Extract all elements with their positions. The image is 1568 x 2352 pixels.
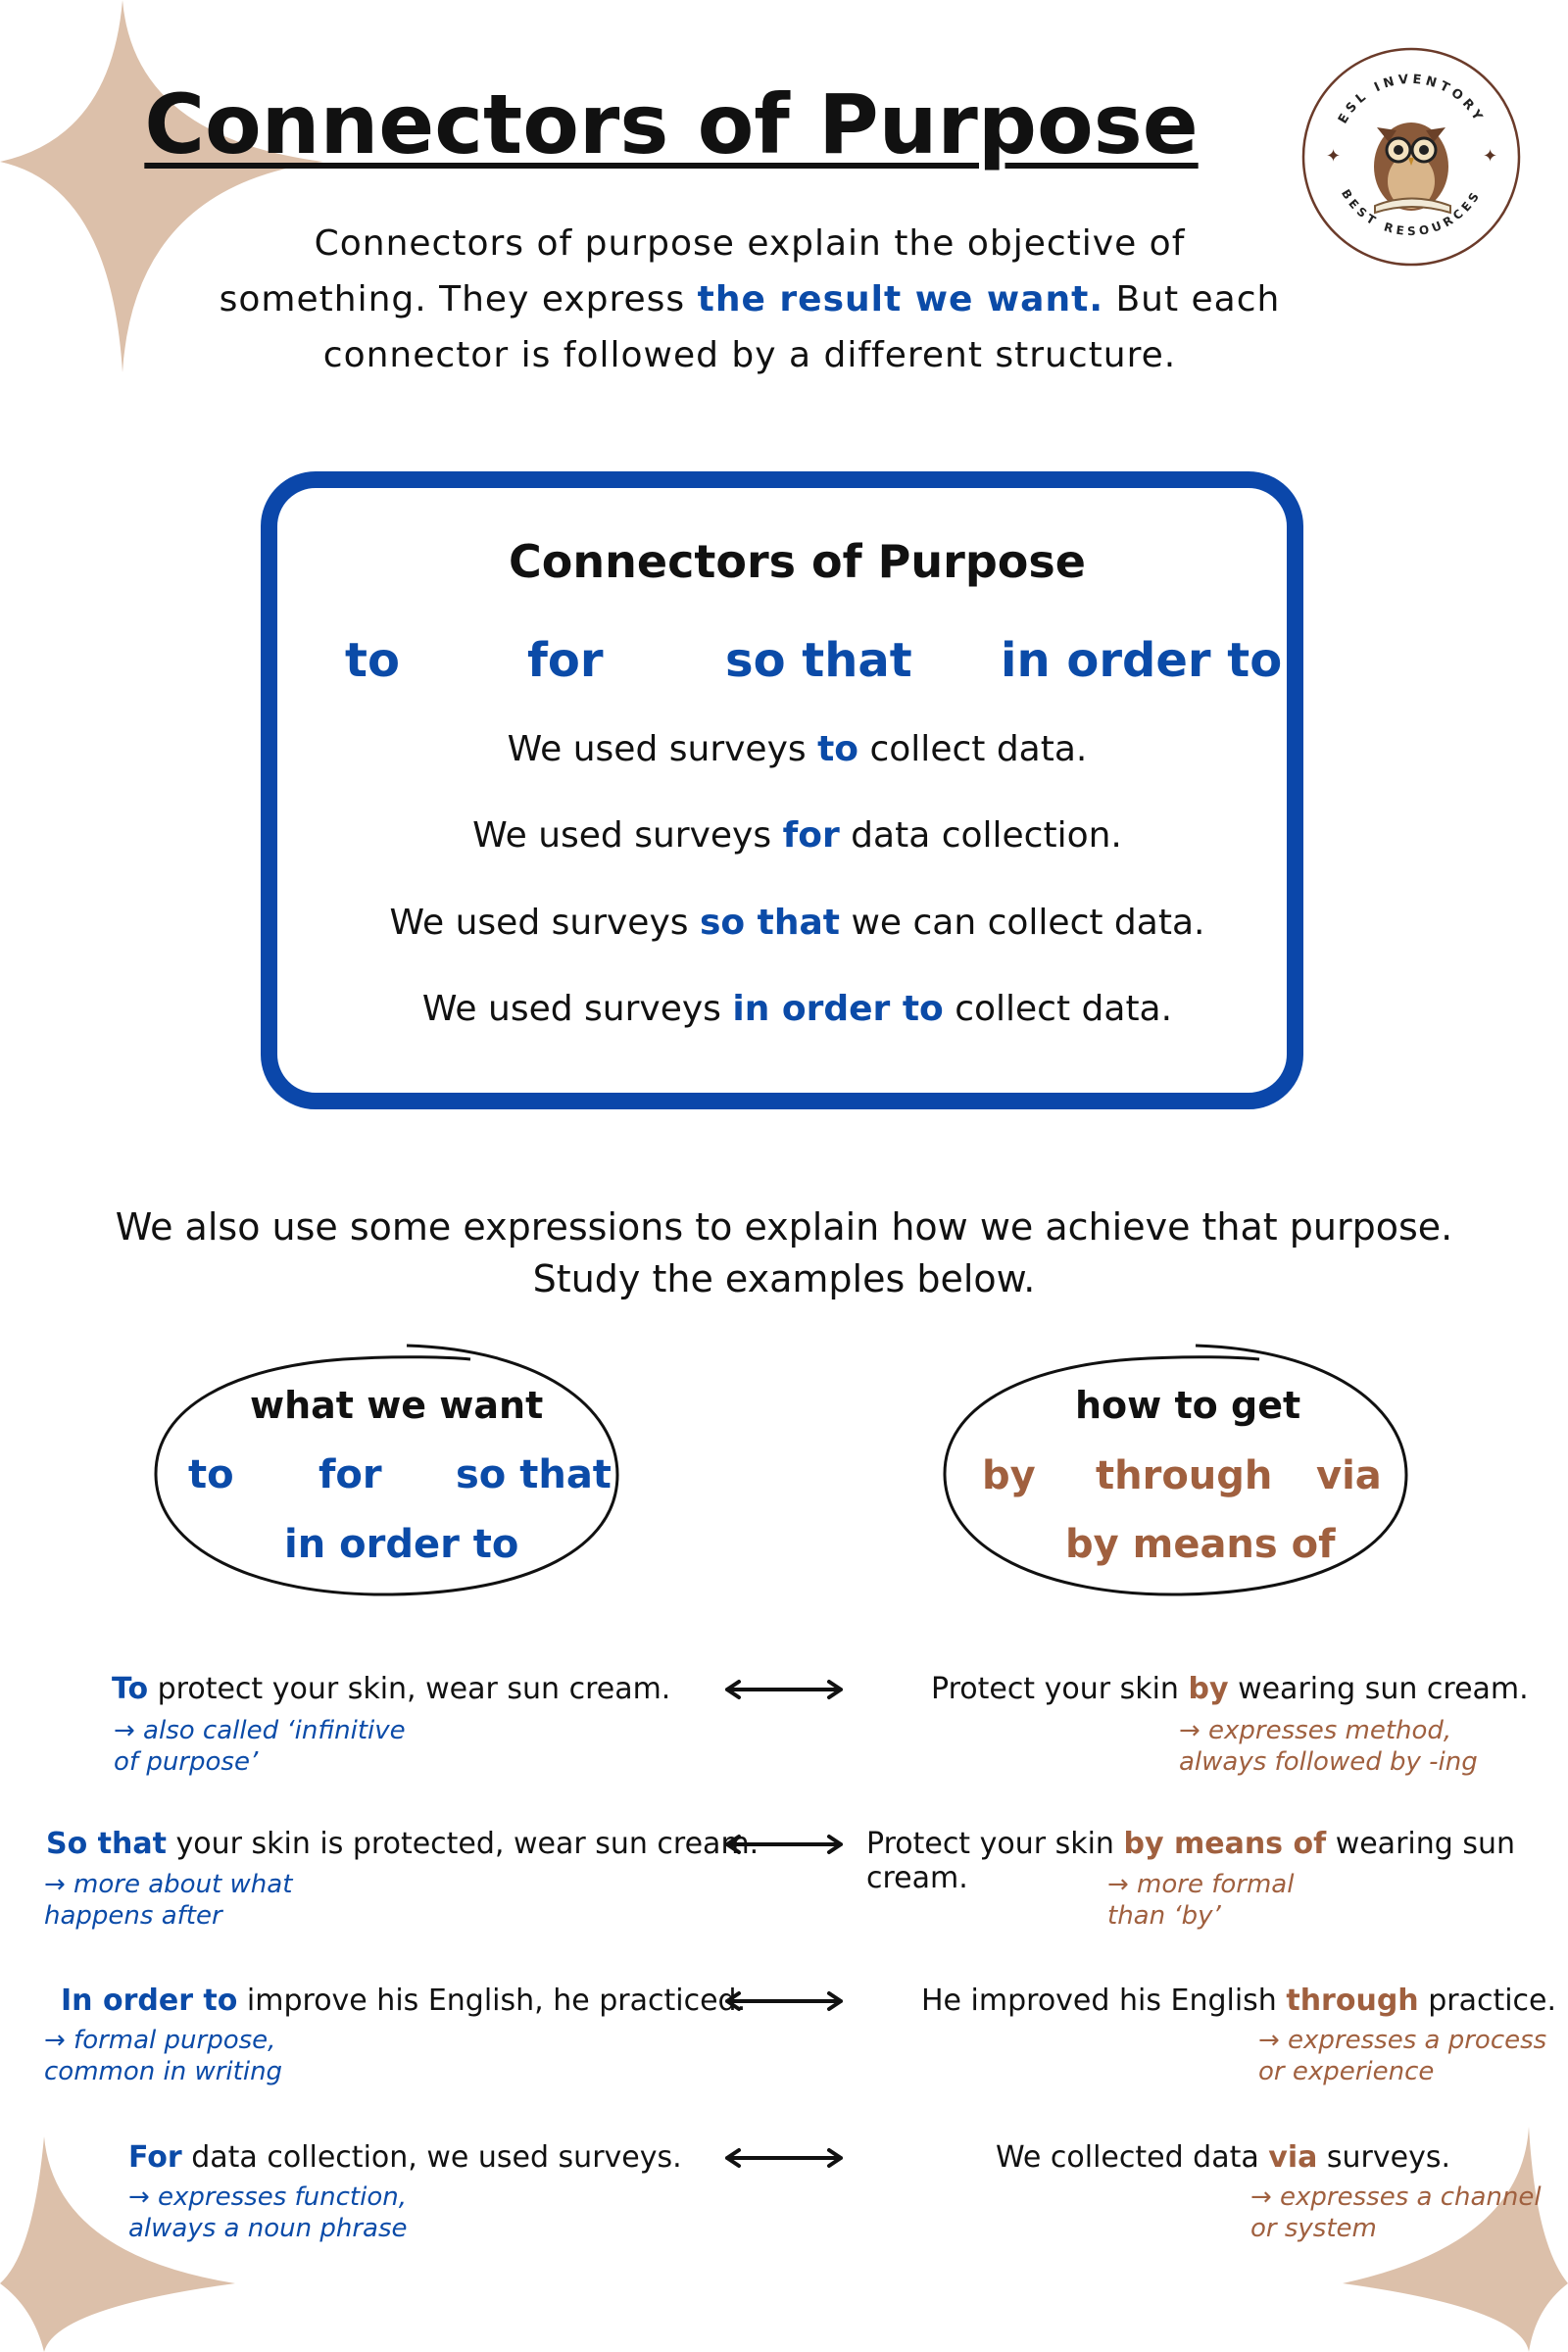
- box-example: We used surveys in order to collect data…: [421, 989, 1173, 1029]
- svg-text:✦: ✦: [1326, 146, 1341, 167]
- intro-line-3: connector is followed by a different str…: [322, 335, 1177, 375]
- decorative-star-bottom-left: [0, 2136, 235, 2352]
- oval-left-word: so that: [456, 1452, 612, 1497]
- right-example-2: Protect your skin by means of wearing su…: [866, 1827, 1515, 1895]
- oval-left-outline: [154, 1344, 619, 1596]
- left-example-2: So that your skin is protected, wear sun…: [46, 1827, 760, 1861]
- oval-left-title: what we want: [250, 1384, 544, 1427]
- connector-in-order-to: in order to: [1001, 633, 1283, 688]
- oval-right-title: how to get: [1075, 1384, 1301, 1427]
- box-title: Connectors of Purpose: [509, 535, 1086, 588]
- double-arrow-icon: [725, 2148, 843, 2168]
- connectors-box: [261, 471, 1303, 1109]
- oval-right-word: via: [1316, 1453, 1382, 1498]
- expressions-intro: We also use some expressions to explain …: [115, 1205, 1453, 1300]
- oval-right-word: by: [982, 1453, 1036, 1498]
- connector-for: for: [527, 633, 604, 688]
- connector-to: to: [345, 633, 400, 688]
- svg-text:✦: ✦: [1483, 146, 1497, 167]
- connector-so-that: so that: [725, 633, 912, 688]
- owl-logo: ESL INVENTORY BEST RESOURCES ✦ ✦: [1301, 47, 1521, 267]
- right-note-1: → expresses method,always followed by -i…: [1179, 1716, 1478, 1777]
- oval-right-outline: [943, 1344, 1408, 1596]
- intro-paragraph: Connectors of purpose explain the object…: [196, 216, 1303, 383]
- intro-highlight: the result we want.: [697, 279, 1103, 319]
- double-arrow-icon: [725, 1835, 843, 1854]
- oval-left-word: in order to: [284, 1522, 519, 1567]
- right-example-4: We collected data via surveys.: [996, 2140, 1451, 2175]
- page-title: Connectors of Purpose: [144, 76, 1199, 172]
- double-arrow-icon: [725, 1680, 843, 1699]
- oval-right-word: through: [1096, 1453, 1273, 1498]
- intro-line-1: Connectors of purpose explain the object…: [314, 223, 1186, 264]
- oval-right-word: by means of: [1065, 1522, 1336, 1567]
- left-example-4: For data collection, we used surveys.: [128, 2140, 682, 2175]
- double-arrow-icon: [725, 1991, 843, 2011]
- right-example-3: He improved his English through practice…: [921, 1984, 1557, 2018]
- left-note-4: → expresses function,always a noun phras…: [128, 2182, 408, 2243]
- box-example: We used surveys so that we can collect d…: [389, 903, 1205, 943]
- decorative-star-bottom-right: [1343, 2127, 1568, 2352]
- right-example-1: Protect your skin by wearing sun cream.: [931, 1672, 1529, 1706]
- oval-left-word: to: [188, 1452, 234, 1497]
- left-note-3: → formal purpose,common in writing: [44, 2026, 283, 2086]
- box-example: We used surveys for data collection.: [472, 815, 1122, 856]
- left-example-1: To protect your skin, wear sun cream.: [112, 1672, 671, 1706]
- oval-left-word: for: [318, 1452, 382, 1497]
- box-example: We used surveys to collect data.: [507, 729, 1088, 769]
- left-example-3: In order to improve his English, he prac…: [61, 1984, 747, 2018]
- intro-line-2: something. They express the result we wa…: [219, 279, 1281, 319]
- decorative-star-top-left: [0, 0, 323, 372]
